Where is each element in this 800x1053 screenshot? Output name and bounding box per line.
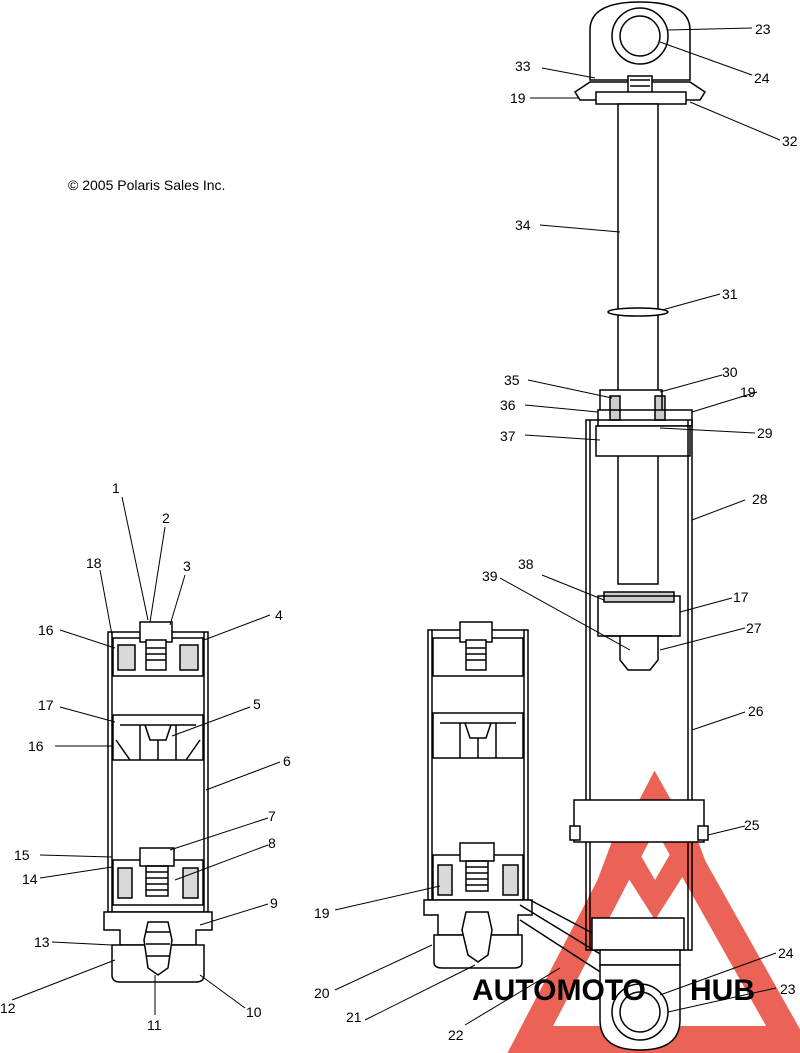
callout-15: 15 <box>14 847 30 863</box>
callout-36: 36 <box>500 397 516 413</box>
adjuster-ring <box>573 799 705 843</box>
callout-26: 26 <box>748 703 764 719</box>
callout-labels: 1 2 3 4 18 16 17 5 16 6 7 8 15 14 9 13 1… <box>0 21 798 1043</box>
callout-6: 6 <box>283 753 291 769</box>
callout-29: 29 <box>757 425 773 441</box>
copyright-text: © 2005 Polaris Sales Inc. <box>68 177 225 193</box>
callout-23-bottom: 23 <box>780 981 796 997</box>
callout-38: 38 <box>518 556 534 572</box>
callout-1: 1 <box>112 480 120 496</box>
callout-18: 18 <box>86 555 102 571</box>
callout-12: 12 <box>0 1000 16 1016</box>
callout-28: 28 <box>752 491 768 507</box>
callout-34: 34 <box>515 217 531 233</box>
leader-lines <box>11 27 781 1026</box>
callout-16-top: 16 <box>38 622 54 638</box>
callout-19-top: 19 <box>510 90 526 106</box>
callout-9: 9 <box>270 895 278 911</box>
callout-19-middle: 19 <box>314 905 330 921</box>
callout-22: 22 <box>448 1027 464 1043</box>
callout-17-left: 17 <box>38 697 54 713</box>
callout-7: 7 <box>268 808 276 824</box>
callout-8: 8 <box>268 835 276 851</box>
callout-35: 35 <box>504 372 520 388</box>
callout-20: 20 <box>314 985 330 1001</box>
callout-19-right: 19 <box>740 384 756 400</box>
watermark-word-a: AUTOMOTO <box>472 974 646 1007</box>
callout-25: 25 <box>744 817 760 833</box>
callout-2: 2 <box>162 510 170 526</box>
middle-reservoir-assembly <box>423 621 616 976</box>
callout-33: 33 <box>515 58 531 74</box>
shaft-o-ring <box>607 307 669 317</box>
callout-4: 4 <box>275 607 283 623</box>
callout-32: 32 <box>782 133 798 149</box>
callout-23-top: 23 <box>755 21 771 37</box>
left-schrader-valve <box>139 621 173 643</box>
callout-30: 30 <box>722 364 738 380</box>
callout-16-mid: 16 <box>28 738 44 754</box>
callout-3: 3 <box>183 558 191 574</box>
piston-nut <box>619 635 659 671</box>
callout-31: 31 <box>722 286 738 302</box>
callout-24-top: 24 <box>754 70 770 86</box>
callout-24-bottom: 24 <box>778 945 794 961</box>
watermark-word-b: HUB <box>690 974 755 1007</box>
callout-21: 21 <box>346 1009 362 1025</box>
callout-14: 14 <box>22 871 38 887</box>
callout-11: 11 <box>147 1017 162 1033</box>
main-shock-assembly <box>569 1 709 1051</box>
left-reservoir-assembly <box>103 621 213 983</box>
callout-5: 5 <box>253 696 261 712</box>
callout-37: 37 <box>500 428 516 444</box>
callout-13: 13 <box>34 934 50 950</box>
callout-10: 10 <box>246 1004 262 1020</box>
callout-39: 39 <box>482 568 498 584</box>
callout-17-right: 17 <box>733 589 749 605</box>
callout-27: 27 <box>746 620 762 636</box>
shock-shaft <box>617 103 659 585</box>
